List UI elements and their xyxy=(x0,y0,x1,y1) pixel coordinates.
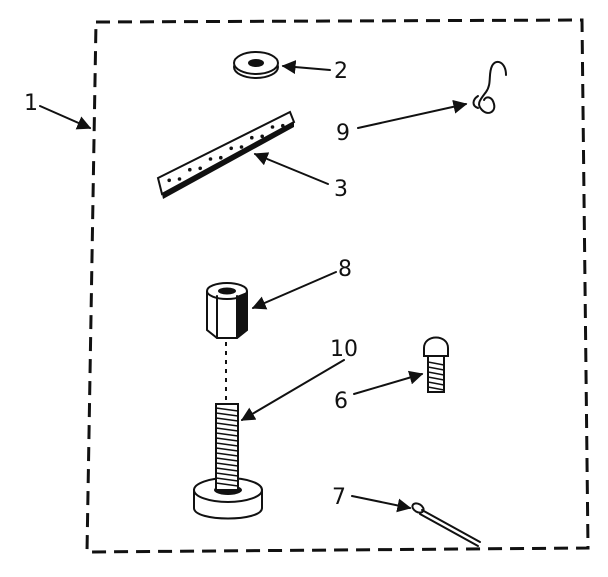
callout-3-label: 3 xyxy=(334,177,348,202)
cotter-pin-icon xyxy=(411,502,481,547)
callout-3: 3 xyxy=(253,152,348,202)
callout-8-arrow xyxy=(251,271,337,310)
callout-6-arrow xyxy=(353,370,424,395)
bolt-thread-line xyxy=(427,386,445,391)
strap-hole xyxy=(229,146,233,151)
bolt-icon xyxy=(423,336,449,393)
hex-coupling-nut-icon xyxy=(206,282,248,339)
thread-line xyxy=(215,432,239,437)
thread-line xyxy=(215,447,239,452)
thread-line xyxy=(215,472,239,477)
strap-hole xyxy=(167,178,171,183)
strap-hole xyxy=(270,125,275,129)
callout-7-label: 7 xyxy=(332,485,346,510)
thread-line xyxy=(215,442,239,447)
bolt-thread-line xyxy=(427,381,445,386)
thread-line xyxy=(215,457,239,462)
thread-line xyxy=(215,452,239,457)
strap-hole xyxy=(208,157,213,161)
thread-line xyxy=(215,422,239,427)
callout-6-label: 6 xyxy=(334,389,348,414)
callout-10-label: 10 xyxy=(330,337,358,362)
callout-8-label: 8 xyxy=(338,257,352,282)
bolt-thread-line xyxy=(427,371,445,376)
callout-7: 7 xyxy=(332,485,412,513)
washer-icon xyxy=(233,51,279,79)
callout-2-label: 2 xyxy=(334,59,348,84)
thread-line xyxy=(215,407,239,412)
thread-line xyxy=(215,462,239,467)
callout-2-arrow xyxy=(281,60,331,75)
thread-line xyxy=(215,412,239,417)
callout-3-arrow xyxy=(253,152,329,185)
strap-hole xyxy=(260,134,265,139)
callout-2: 2 xyxy=(281,59,348,84)
callout-1-label: 1 xyxy=(24,91,38,116)
bolt-thread-line xyxy=(427,376,445,381)
thread-line xyxy=(215,417,239,422)
strap-hole xyxy=(239,145,244,149)
callout-10: 10 xyxy=(240,337,358,421)
thread-line xyxy=(215,477,239,482)
hook-icon xyxy=(472,60,507,114)
thread-line xyxy=(215,427,239,432)
perforated-strap-icon xyxy=(156,110,296,199)
kit-boundary-frame xyxy=(85,18,590,554)
strap-hole xyxy=(281,123,285,128)
bolt-thread-line xyxy=(427,361,445,366)
callout-9: 9 xyxy=(336,99,468,146)
strap-hole xyxy=(250,135,254,140)
strap-hole xyxy=(219,155,223,160)
bolt-thread-line xyxy=(427,366,445,371)
callout-1-arrow xyxy=(39,105,92,130)
thread-line xyxy=(215,482,239,487)
callout-7-arrow xyxy=(351,495,412,513)
callout-8: 8 xyxy=(251,257,352,310)
callout-1: 1 xyxy=(24,91,92,130)
strap-hole xyxy=(177,177,182,181)
thread-line xyxy=(215,467,239,472)
strap-hole xyxy=(188,167,192,172)
callout-6: 6 xyxy=(334,370,424,414)
leveling-foot-icon xyxy=(193,403,263,520)
callout-9-label: 9 xyxy=(336,121,350,146)
callout-10-arrow xyxy=(240,359,345,421)
strap-hole xyxy=(198,166,202,171)
thread-line xyxy=(215,437,239,442)
callout-9-arrow xyxy=(357,99,468,129)
